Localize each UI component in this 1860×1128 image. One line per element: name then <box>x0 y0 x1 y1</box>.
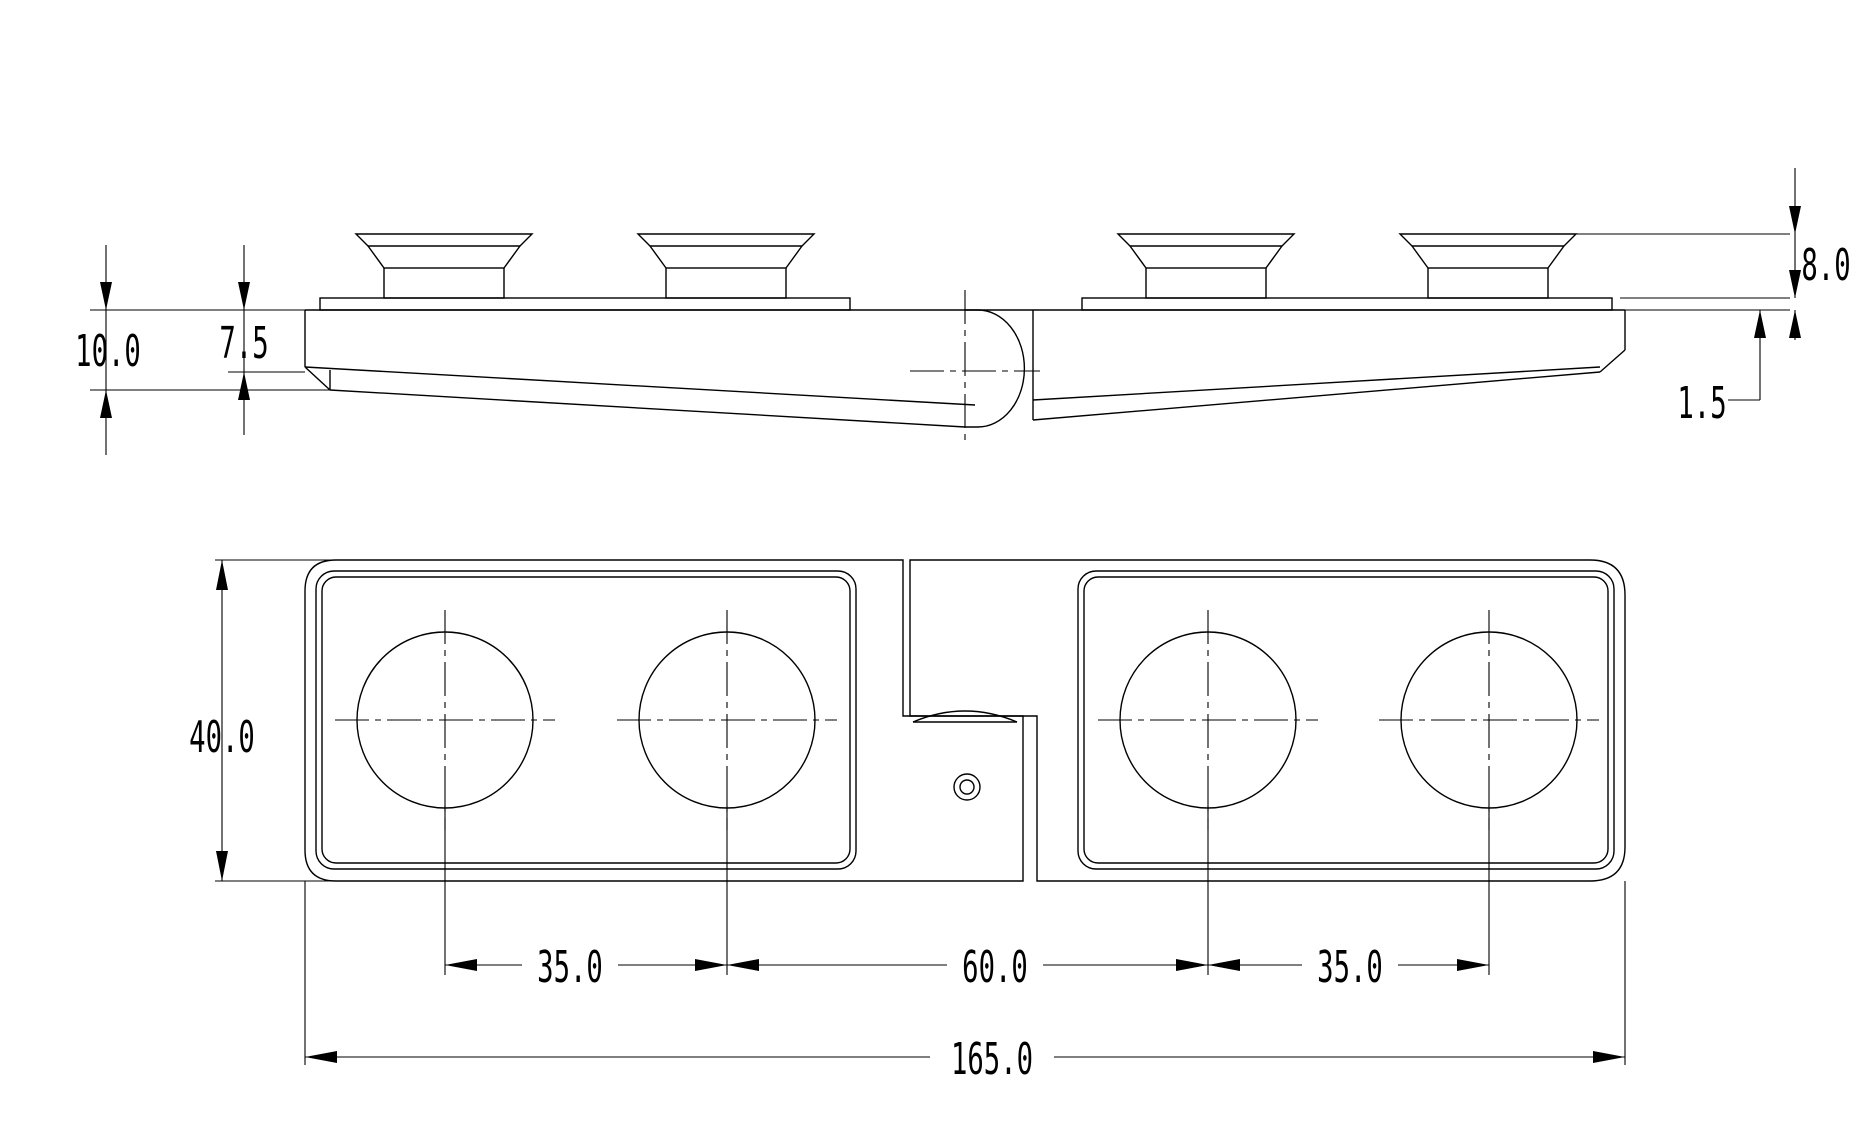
right-base-plate <box>1081 297 1613 311</box>
dim-text-1-5: 1.5 <box>1677 377 1726 429</box>
dim-10-0: 10.0 <box>75 245 330 455</box>
screw-head-icon <box>953 773 981 801</box>
dim-text-35-0-left: 35.0 <box>537 941 603 993</box>
right-pocket-inner <box>1083 576 1609 864</box>
left-pocket-outer <box>315 570 857 870</box>
suction-cup-1 <box>354 233 534 299</box>
dim-1-5: 1.5 <box>1677 310 1801 429</box>
dim-text-35-0-right: 35.0 <box>1317 941 1383 993</box>
suction-cup-2 <box>636 233 816 299</box>
left-pocket-inner <box>321 576 851 864</box>
hinge-arc <box>912 710 1018 723</box>
dim-40-0: 40.0 <box>189 559 336 882</box>
dim-text-8-0: 8.0 <box>1801 239 1850 291</box>
dim-text-60-0: 60.0 <box>962 941 1028 993</box>
center-lines <box>335 610 1599 830</box>
dim-text-165-0: 165.0 <box>951 1033 1033 1085</box>
left-base-plate <box>319 297 851 311</box>
side-view: 10.0 7.5 8.0 1.5 <box>75 168 1851 455</box>
dim-spacing-row: 35.0 60.0 35.0 <box>445 940 1489 993</box>
suction-cup-4 <box>1398 233 1578 299</box>
top-view: 40.0 35.0 60.0 35.0 165.0 <box>189 559 1626 1085</box>
dim-text-10-0: 10.0 <box>75 325 141 377</box>
suction-cup-3 <box>1116 233 1296 299</box>
right-body-outline <box>909 559 1626 882</box>
dim-text-7-5: 7.5 <box>219 317 268 369</box>
dim-7-5: 7.5 <box>219 245 305 435</box>
dim-text-40-0: 40.0 <box>189 711 255 763</box>
side-body <box>304 290 1626 440</box>
right-pocket-outer <box>1077 570 1615 870</box>
dim-8-0: 8.0 <box>1576 168 1851 311</box>
dim-165-0: 165.0 <box>305 1032 1625 1085</box>
